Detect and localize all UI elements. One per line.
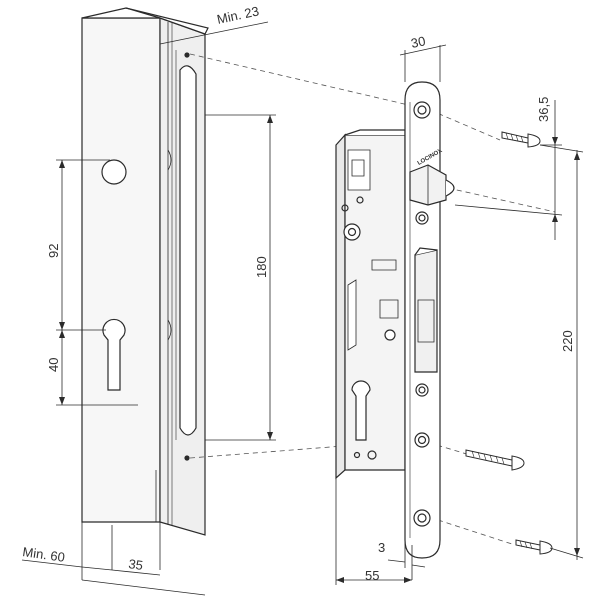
follower-hub bbox=[343, 223, 361, 241]
profile-front-face bbox=[81, 17, 161, 523]
cylinder-cutout bbox=[351, 380, 371, 441]
lock-case-edge bbox=[335, 133, 346, 480]
dim-min-60: Min. 60 bbox=[22, 544, 66, 565]
plate-hole-top bbox=[413, 101, 431, 119]
screw-top bbox=[501, 131, 541, 148]
handle-hole bbox=[101, 159, 127, 185]
profile-arrowheads bbox=[59, 115, 273, 440]
profile-side-slot bbox=[179, 65, 197, 436]
screw-middle bbox=[465, 449, 525, 471]
plate-hole-bottom bbox=[413, 509, 431, 527]
dim-3: 3 bbox=[378, 540, 385, 555]
dim-36-5: 36,5 bbox=[536, 97, 551, 122]
screw-hole-top bbox=[184, 52, 190, 58]
gate-profile bbox=[81, 7, 209, 536]
screw-hole-bottom bbox=[184, 455, 190, 461]
lock-dimensions bbox=[335, 44, 584, 585]
dim-180: 180 bbox=[254, 256, 269, 278]
dim-55: 55 bbox=[365, 568, 379, 583]
dim-35: 35 bbox=[128, 556, 144, 573]
mortise-lock bbox=[335, 81, 455, 559]
screws bbox=[465, 131, 553, 555]
lock-arrowheads bbox=[336, 137, 580, 583]
dim-min-23: Min. 23 bbox=[216, 3, 261, 27]
dim-220: 220 bbox=[560, 330, 575, 352]
dead-bolt bbox=[414, 249, 438, 373]
screw-bottom bbox=[515, 539, 553, 555]
cylinder-hole bbox=[102, 318, 126, 391]
dim-92: 92 bbox=[46, 244, 61, 258]
dim-40: 40 bbox=[46, 358, 61, 372]
profile-dimensions bbox=[21, 21, 276, 596]
profile-top bbox=[81, 7, 209, 35]
dim-30: 30 bbox=[410, 33, 427, 51]
